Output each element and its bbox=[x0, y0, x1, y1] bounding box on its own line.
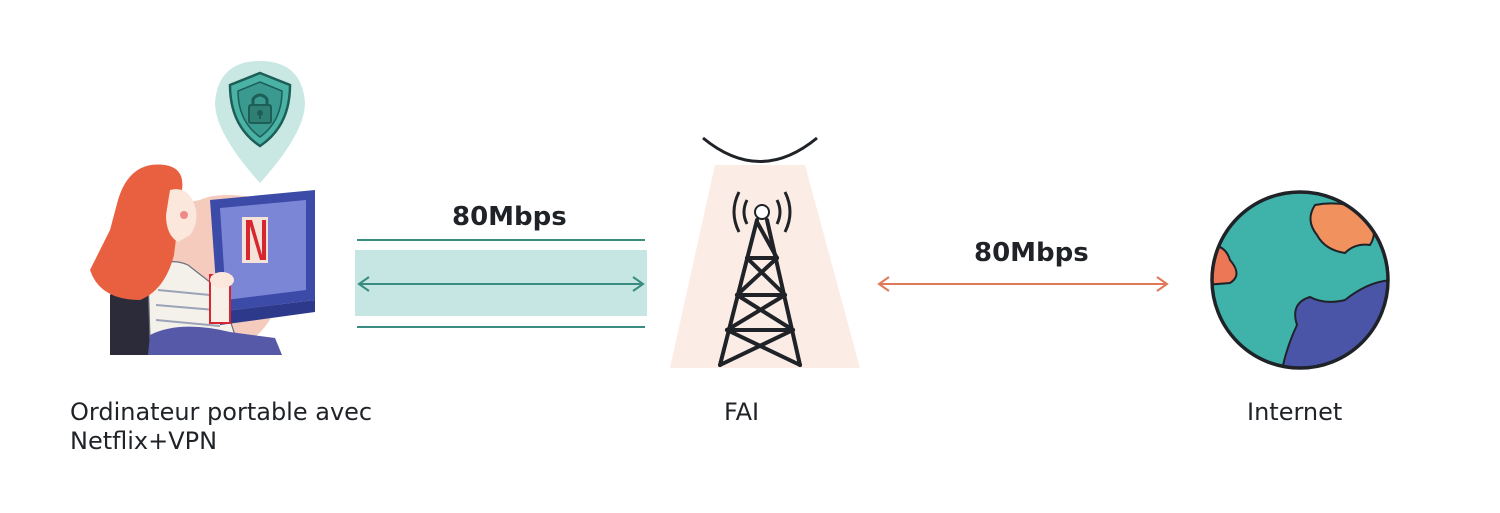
isp-internet-arrow bbox=[877, 276, 1169, 292]
shield-lock-icon bbox=[215, 61, 305, 183]
tower-waves bbox=[732, 191, 792, 233]
isp-internet-speed-label: 80Mbps bbox=[974, 238, 1089, 268]
netflix-logo bbox=[242, 217, 268, 263]
tunnel-arrow-left-head bbox=[357, 276, 370, 292]
laptop-caption-line2: Netflix+VPN bbox=[70, 427, 218, 455]
tunnel-arrow-right-head bbox=[632, 276, 645, 292]
woman-laptop-illustration bbox=[90, 164, 315, 355]
vpn-tunnel bbox=[355, 239, 647, 328]
globe-icon bbox=[1210, 190, 1390, 370]
vpn-tunnel-speed-label: 80Mbps bbox=[452, 202, 567, 232]
legs bbox=[148, 326, 282, 355]
tower-structure bbox=[718, 218, 802, 367]
chair bbox=[110, 282, 160, 355]
laptop-caption: Ordinateur portable avec Netflix+VPN bbox=[70, 398, 372, 456]
signal-arc bbox=[702, 136, 818, 163]
radio-tower-icon bbox=[670, 136, 860, 368]
hair bbox=[90, 164, 183, 300]
laptop-base bbox=[218, 300, 315, 325]
laptop-caption-line1: Ordinateur portable avec bbox=[70, 398, 373, 426]
internet-caption: Internet bbox=[1247, 398, 1343, 426]
isp-caption: FAI bbox=[724, 398, 760, 426]
